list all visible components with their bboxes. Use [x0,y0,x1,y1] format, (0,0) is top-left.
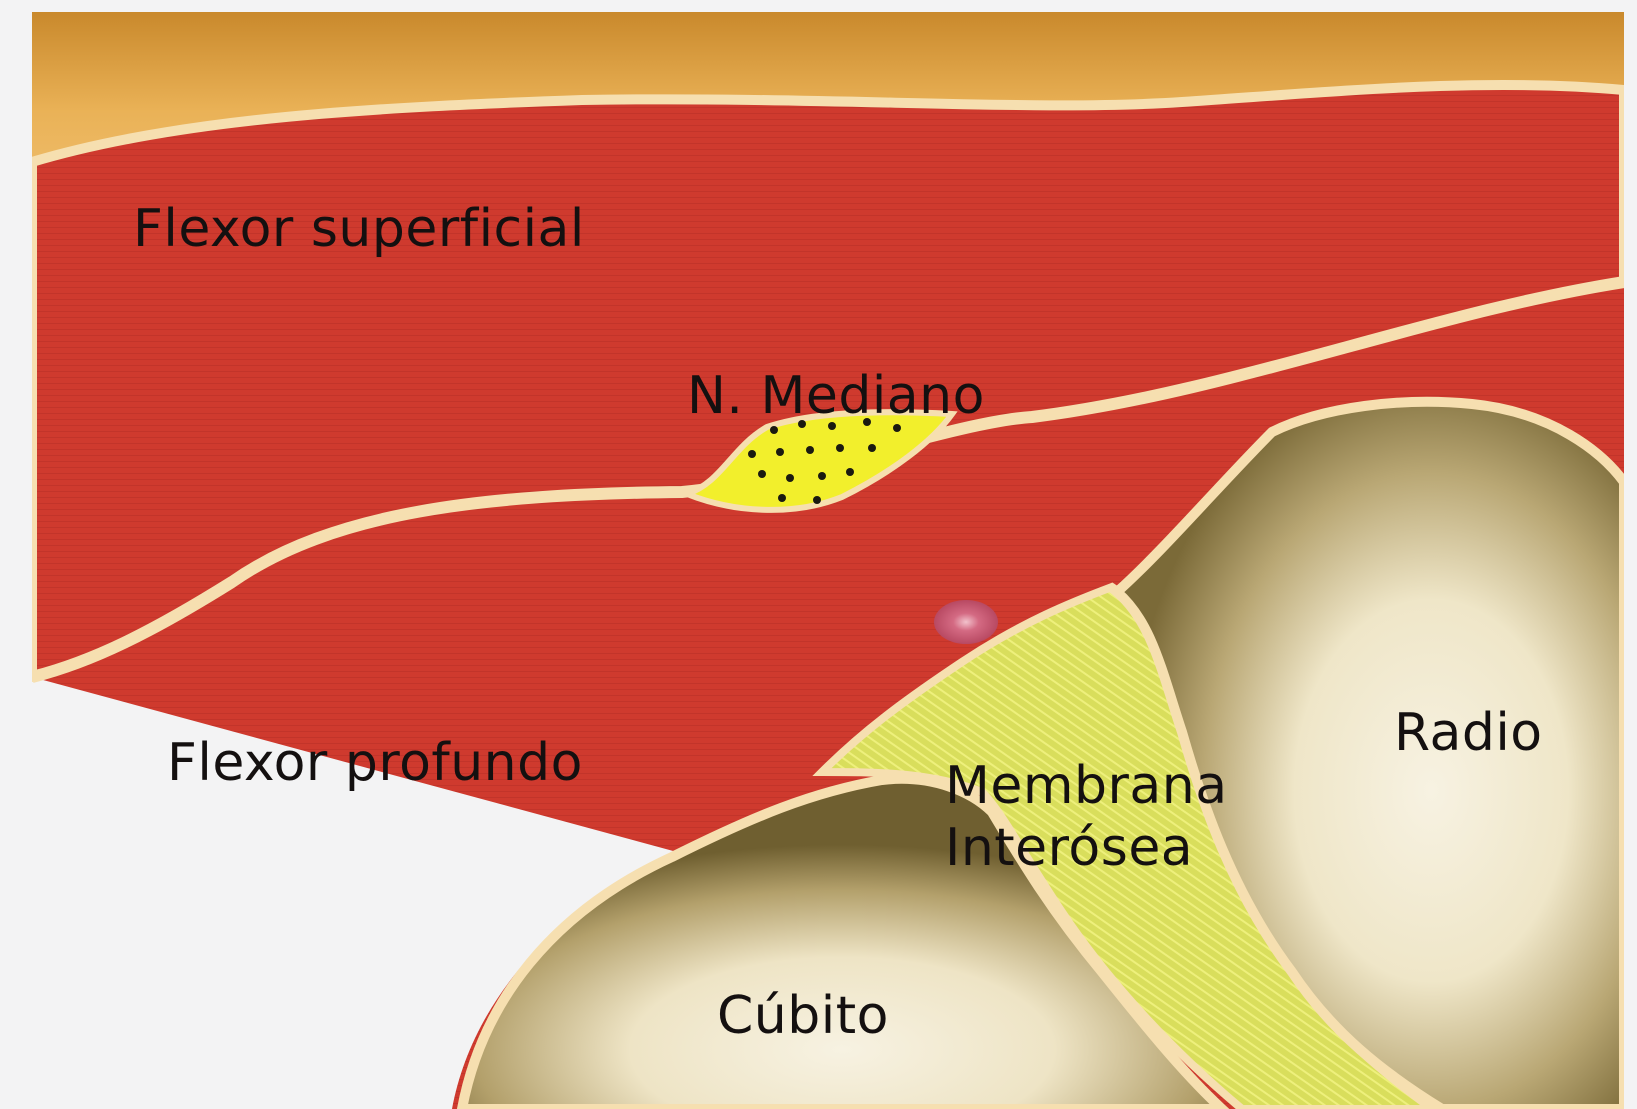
label-n-mediano: N. Mediano [687,365,985,427]
label-membrana-line1: Membrana [945,755,1228,817]
label-radio: Radio [1394,702,1543,764]
label-flexor-superficial: Flexor superficial [133,198,585,260]
interosseous-vessel [934,600,998,644]
anatomy-illustration: Flexor superficial N. Mediano Flexor pro… [32,12,1624,1109]
label-flexor-profundo: Flexor profundo [167,732,583,794]
label-membrana-line2: Interósea [945,817,1228,879]
forearm-cross-section-diagram [32,12,1624,1109]
label-membrana-interosea: Membrana Interósea [945,755,1228,880]
label-cubito: Cúbito [717,985,889,1047]
